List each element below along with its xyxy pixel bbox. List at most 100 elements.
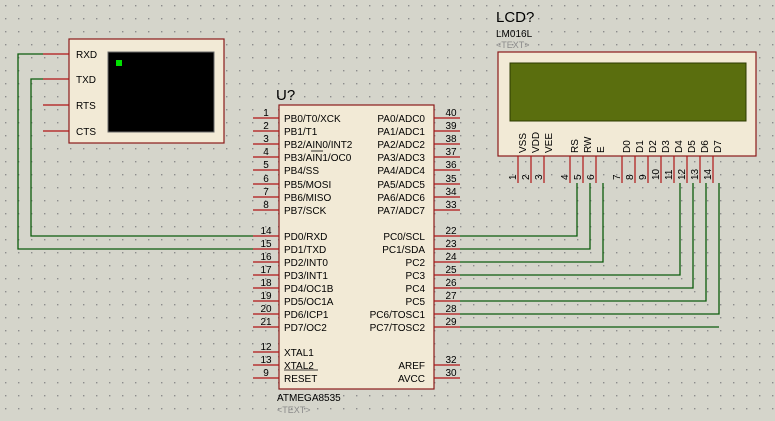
mcu-pin-label: PA1/ADC1 bbox=[377, 127, 425, 138]
wire bbox=[460, 183, 720, 315]
mcu-pin-label: XTAL2 bbox=[284, 361, 314, 372]
mcu-pin-label: PD2/INT0 bbox=[284, 258, 328, 269]
mcu-pin-label: PC4 bbox=[406, 284, 426, 295]
lcd-pin-number: 2 bbox=[521, 174, 532, 180]
mcu-ref: U? bbox=[276, 87, 295, 104]
mcu-pin-label: PA5/ADC5 bbox=[377, 180, 425, 191]
mcu-pin-number: 38 bbox=[445, 134, 457, 145]
lcd-pin-label: D6 bbox=[700, 140, 711, 153]
wire bbox=[460, 183, 681, 276]
mcu-pin-label: PD6/ICP1 bbox=[284, 310, 329, 321]
atmega8535-chip[interactable]: U? 1PB0/T0/XCK2PB1/T13PB2/AIN0/INT24PB3/… bbox=[253, 87, 460, 415]
lcd-pin-number: 11 bbox=[664, 169, 675, 180]
mcu-pin-number: 22 bbox=[445, 226, 457, 237]
mcu-pin-label: PA7/ADC7 bbox=[377, 206, 425, 217]
mcu-pin-number: 34 bbox=[445, 187, 457, 198]
lcd-pin-label: D3 bbox=[661, 140, 672, 153]
mcu-pin-number: 13 bbox=[260, 355, 272, 366]
lcd-ref: LCD? bbox=[496, 9, 534, 26]
terminal-pin-label: TXD bbox=[76, 75, 96, 86]
lcd-pin-number: 13 bbox=[690, 168, 701, 180]
mcu-pin-number: 36 bbox=[445, 160, 457, 171]
mcu-pin-number: 6 bbox=[263, 174, 269, 185]
lcd-pin-number: 4 bbox=[560, 174, 571, 180]
mcu-pin-number: 29 bbox=[445, 317, 457, 328]
lcd-pin-label: VSS bbox=[518, 133, 529, 153]
mcu-body bbox=[278, 104, 435, 390]
mcu-pin-number: 27 bbox=[445, 291, 457, 302]
terminal-screen bbox=[107, 51, 215, 133]
mcu-pin-number: 15 bbox=[260, 239, 272, 250]
wire bbox=[30, 78, 253, 237]
mcu-pin-label: PD7/OC2 bbox=[284, 323, 327, 334]
terminal-pin-label: RXD bbox=[76, 50, 97, 61]
lcd-pin-number: 14 bbox=[703, 168, 714, 180]
mcu-pin-label: PD1/TXD bbox=[284, 245, 326, 256]
mcu-pin-number: 26 bbox=[445, 278, 457, 289]
mcu-pin-number: 39 bbox=[445, 121, 457, 132]
mcu-pin-label: PA4/ADC4 bbox=[377, 166, 425, 177]
lcd-pin-label: D2 bbox=[648, 140, 659, 153]
mcu-pin-label: PB3/AIN1/OC0 bbox=[284, 153, 352, 164]
mcu-pin-number: 5 bbox=[263, 160, 269, 171]
mcu-pin-number: 8 bbox=[263, 200, 269, 211]
lcd-pin-label: VDD bbox=[531, 132, 542, 153]
mcu-pin-label: PB0/T0/XCK bbox=[284, 114, 341, 125]
mcu-pin-label: PB4/SS bbox=[284, 166, 319, 177]
mcu-pin-number: 30 bbox=[445, 368, 457, 379]
lcd-pin-label: D7 bbox=[713, 140, 724, 153]
lcd-pin-label: D5 bbox=[687, 140, 698, 153]
mcu-pin-label: PC1/SDA bbox=[382, 245, 425, 256]
mcu-pin-number: 7 bbox=[263, 187, 269, 198]
lcd-pin-number: 7 bbox=[612, 174, 623, 180]
lcd-pin-label: RW bbox=[583, 136, 594, 153]
mcu-pin-number: 1 bbox=[263, 108, 269, 119]
wire bbox=[460, 183, 694, 289]
mcu-pin-label: PD4/OC1B bbox=[284, 284, 334, 295]
mcu-pin-number: 3 bbox=[263, 134, 269, 145]
mcu-pin-label: PC7/TOSC2 bbox=[370, 323, 426, 334]
wire bbox=[460, 183, 604, 263]
terminal-pin-label: CTS bbox=[76, 127, 96, 138]
mcu-pin-number: 19 bbox=[260, 291, 272, 302]
mcu-pin-label: PC6/TOSC1 bbox=[370, 310, 426, 321]
mcu-pin-label: PA3/ADC3 bbox=[377, 153, 425, 164]
mcu-pin-label: PC0/SCL bbox=[383, 232, 425, 243]
wires bbox=[17, 53, 720, 328]
mcu-pin-label: PB5/MOSI bbox=[284, 180, 331, 191]
virtual-terminal[interactable]: RXD TXD RTS CTS bbox=[43, 38, 225, 144]
lcd-pin-label: E bbox=[596, 146, 607, 153]
mcu-pin-label: PB1/T1 bbox=[284, 127, 318, 138]
mcu-pin-number: 35 bbox=[445, 174, 457, 185]
wire bbox=[460, 183, 707, 302]
mcu-pin-label: PC3 bbox=[406, 271, 426, 282]
mcu-pin-label: PB6/MISO bbox=[284, 193, 331, 204]
mcu-pin-number: 24 bbox=[445, 252, 457, 263]
mcu-pin-label: PA2/ADC2 bbox=[377, 140, 425, 151]
lcd-part: LM016L bbox=[496, 29, 533, 40]
mcu-pin-number: 37 bbox=[445, 147, 457, 158]
lcd-pin-number: 12 bbox=[677, 168, 688, 180]
mcu-pin-number: 21 bbox=[260, 317, 272, 328]
mcu-pin-number: 20 bbox=[260, 304, 272, 315]
wire bbox=[17, 53, 253, 250]
lcd-pin-number: 9 bbox=[638, 174, 649, 180]
lcd-pin-label: RS bbox=[570, 139, 581, 153]
lcd-pin-number: 8 bbox=[625, 174, 636, 180]
mcu-pin-number: 25 bbox=[445, 265, 457, 276]
terminal-pin-label: RTS bbox=[76, 101, 96, 112]
lcd-pin-label: D0 bbox=[622, 140, 633, 153]
mcu-pin-label: RESET bbox=[284, 374, 317, 385]
mcu-pin-label: PD3/INT1 bbox=[284, 271, 328, 282]
mcu-pin-label: PA0/ADC0 bbox=[377, 114, 425, 125]
mcu-pin-number: 17 bbox=[260, 265, 272, 276]
mcu-pin-number: 2 bbox=[263, 121, 269, 132]
lcd-pin-label: D4 bbox=[674, 140, 685, 153]
lcd-glass bbox=[509, 62, 747, 122]
lcd-module[interactable]: LCD? LM016L <TEXT> VSS1VDD2VEE3RS4RW5E6D… bbox=[496, 9, 757, 183]
lcd-pin-number: 3 bbox=[534, 174, 545, 180]
mcu-pin-label: PB7/SCK bbox=[284, 206, 327, 217]
mcu-pin-number: 32 bbox=[445, 355, 457, 366]
mcu-pin-label: PD0/RXD bbox=[284, 232, 327, 243]
